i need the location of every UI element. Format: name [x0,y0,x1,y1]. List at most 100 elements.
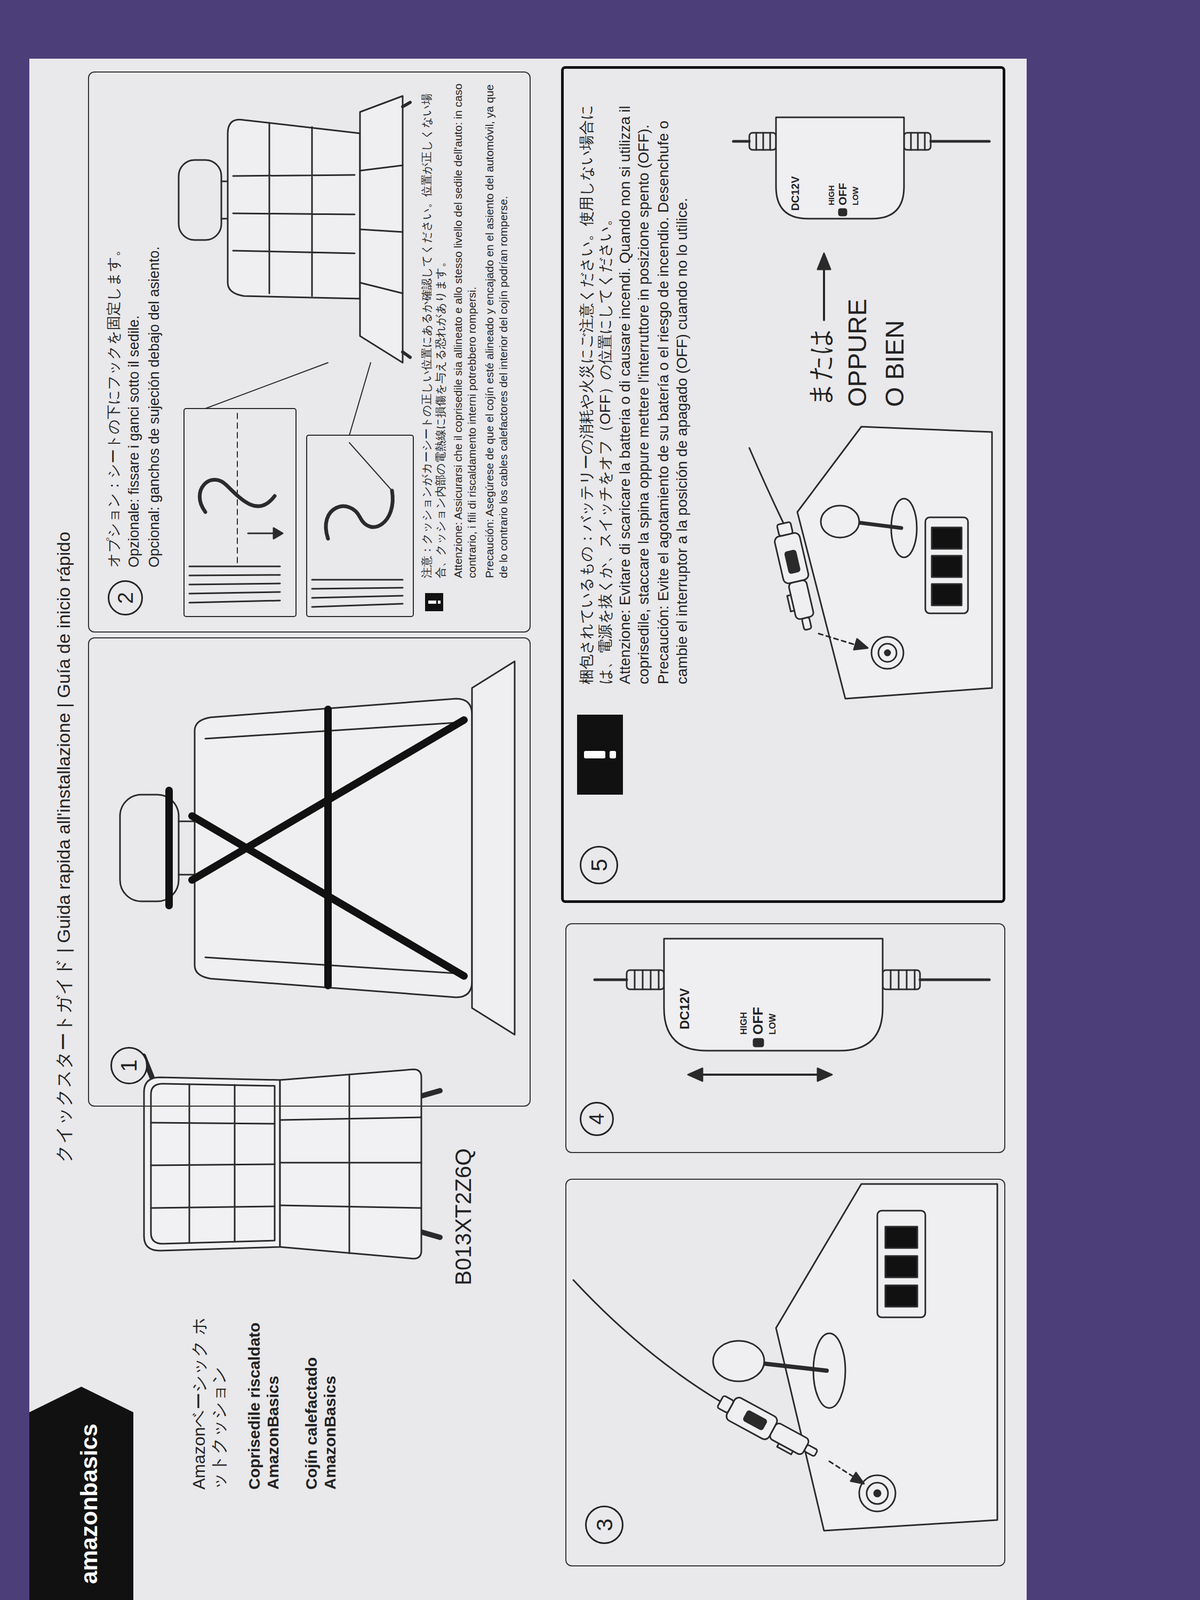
or-label: または [805,328,835,407]
step-number: 3 [585,1505,624,1544]
or-arrow [822,267,826,320]
controller-drawing [634,970,659,990]
socket-plug-drawing [931,555,962,578]
controller-drawing [664,938,883,1051]
controller-drawing [701,1073,819,1076]
strap [169,709,464,986]
plug [787,595,795,612]
controller-drawing [749,132,776,150]
instruction-text: Attenzione: Assicurarsi che il coprisedi… [451,79,480,579]
step-number: 5 [579,845,619,885]
controller-drawing [838,209,847,216]
strap [324,709,332,986]
socket-plug-drawing [818,633,858,646]
plug [776,521,793,536]
cushion-drawing [150,1083,275,1244]
hook-drawing [349,442,392,491]
hook-drawing [248,532,276,535]
plug [714,1390,822,1466]
socket-plug-drawing [866,1482,888,1504]
step-panel: 4 [565,923,1006,1154]
instruction-text: 梱包されているもの：バッテリーの消耗や火災にご注意ください。使用しない場合には、… [577,81,615,685]
plug [788,579,815,621]
step-panel: 5 梱包されているもの：バッテリーの消耗や火災にご注意ください。使用しない場合には… [561,66,1006,903]
socket-plug-drawing [850,1472,864,1484]
illustrations [29,58,1027,1600]
step-panel: 3 [565,1178,1006,1567]
socket-plug-drawing [749,426,992,699]
warning-icon [428,600,437,604]
or-arrow [817,253,831,270]
socket-plug-drawing [884,650,891,656]
controller-drawing [910,132,925,150]
seat-drawing [360,96,403,363]
hook-drawing [273,528,283,539]
voltage-marking: DC12V [677,988,693,1030]
instruction-text: Precaución: Asegúrese de que el cojín es… [482,79,511,579]
strap [165,790,173,906]
or-arrow [817,253,831,320]
socket-plug-drawing [776,1184,998,1531]
plug [742,1410,767,1431]
cushion-drawing [280,1069,422,1259]
controller-drawing [890,970,915,990]
brand-logo-text: amazonbasics [76,1423,102,1584]
switch-position: OFF [750,1006,767,1035]
controller-drawing [753,1038,764,1047]
product-name: Cojín calefactado AmazonBasics [302,1265,340,1490]
instruction-sheet: クイックスタートガイド | Guida rapida all'installaz… [29,58,1027,1600]
hook-drawing [312,579,403,607]
controller-drawing [594,938,990,1082]
instruction-text: 注意：クッションがカーシートの正しい位置にあるか確認してください。位置が正しくな… [419,79,448,579]
product-name: Amazonベーシック ホットクッション [189,1313,229,1490]
hook-drawing [184,408,296,617]
seat-drawing [227,119,360,299]
instruction-text: オプション：シートの下にフックを固定します。 [105,87,124,568]
socket-plug-drawing [820,505,860,538]
controller-drawing [626,970,664,990]
cushion-drawing [144,1077,280,1251]
socket-plug-drawing [573,1280,721,1402]
plug [773,531,810,584]
socket-plug-drawing [573,1184,998,1531]
model-number: B013XT2Z6Q [450,1148,477,1286]
switch-position: HIGH [738,1012,750,1036]
warning-icon [425,593,444,612]
cushion-drawing [150,1084,275,1243]
hook-drawing [325,490,393,539]
seat-strap-drawing [120,661,515,1035]
step-number: 2 [107,580,143,616]
plug [771,520,821,633]
seat-drawing [178,96,411,363]
seat-drawing [233,122,355,296]
socket-plug-drawing [878,643,897,662]
socket-plug-drawing [713,1340,765,1382]
controller-drawing [756,132,771,150]
warning-icon [609,750,616,759]
socket-plug-drawing [755,1362,827,1371]
socket-plug-drawing [871,636,904,669]
instruction-text: Attenzione: Evitare di scaricare la batt… [615,81,653,685]
switch-position: LOW [767,1013,779,1035]
socket-plug-drawing [931,584,962,606]
socket-plug-drawing [853,638,868,650]
socket-plug-drawing [859,1475,896,1512]
socket-plug-drawing [885,1226,918,1248]
line-art [120,96,998,1531]
socket-plug-drawing [877,1210,926,1318]
or-label: OPPURE [842,298,872,407]
controller-drawing [733,117,990,219]
socket-plug-drawing [859,522,902,528]
socket-plug-drawing [885,1285,918,1307]
cushion-drawing [143,1056,440,1259]
step-number: 1 [110,1046,148,1085]
seat-drawing [178,160,222,240]
instruction-text: Precaución: Evite el agotamiento de su b… [653,81,692,685]
voltage-marking: DC12V [789,176,802,211]
socket-plug-drawing [749,448,784,524]
socket-plug-drawing [925,517,968,614]
instruction-text: Opzionale: fissare i ganci sotto il sedi… [125,87,144,568]
socket-plug-drawing [885,1256,918,1278]
instruction-text: Opcional: ganchos de sujeción debajo del… [145,87,164,568]
